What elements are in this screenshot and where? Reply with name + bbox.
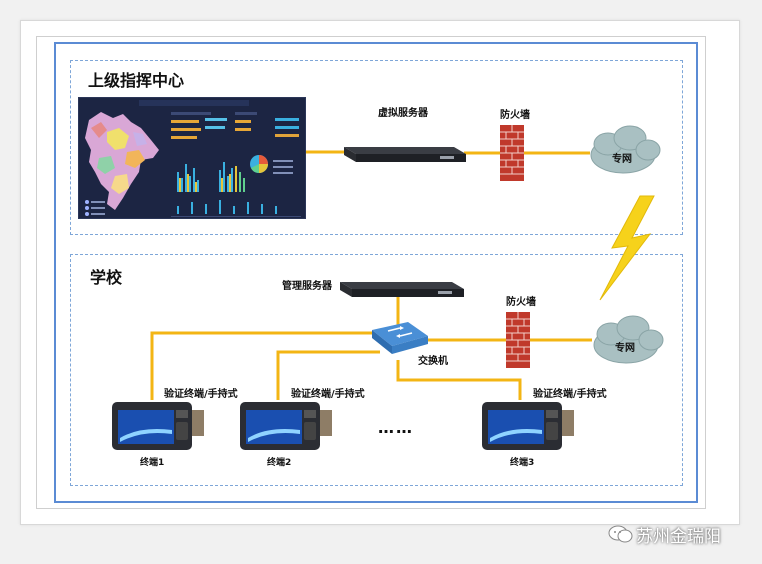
dashboard-screenshot xyxy=(78,97,306,219)
management-server-label: 管理服务器 xyxy=(282,281,332,292)
firewall-icon xyxy=(506,312,530,368)
handheld-terminal-icon xyxy=(112,402,204,450)
handheld-terminal-icon xyxy=(482,402,574,450)
zone-title-command-center: 上级指挥中心 xyxy=(88,71,185,90)
terminal-caption: 验证终端/手持式 xyxy=(164,389,238,400)
terminal-name: 终端1 xyxy=(140,458,165,468)
terminal-caption: 验证终端/手持式 xyxy=(291,389,365,400)
cloud-icon xyxy=(593,315,664,364)
zone-title-school: 学校 xyxy=(90,268,123,287)
more-terminals-ellipsis: …… xyxy=(378,418,414,437)
inner-frame xyxy=(36,36,706,509)
firewall-icon xyxy=(500,125,524,181)
virtual-server-label: 虚拟服务器 xyxy=(378,108,428,119)
firewall-label-bottom: 防火墙 xyxy=(506,297,536,308)
private-net-label-bottom: 专网 xyxy=(615,343,635,354)
terminal-name: 终端3 xyxy=(510,458,535,468)
switch-label: 交换机 xyxy=(418,356,448,367)
terminal-caption: 验证终端/手持式 xyxy=(533,389,607,400)
zone-school xyxy=(70,254,683,486)
terminal-name: 终端2 xyxy=(267,458,292,468)
private-net-label-top: 专网 xyxy=(612,154,632,165)
handheld-terminal-icon xyxy=(240,402,332,450)
cloud-icon xyxy=(590,125,661,174)
management-server-icon xyxy=(340,282,464,297)
wechat-icon xyxy=(608,525,633,543)
links-bottom xyxy=(150,295,592,400)
zone-command-center xyxy=(70,60,683,235)
watermark-text: 苏州金瑞阳 xyxy=(636,527,721,547)
diagram-border xyxy=(54,42,698,503)
lightning-bolt-icon xyxy=(599,195,655,301)
links-top xyxy=(306,150,590,155)
network-switch-icon xyxy=(372,322,428,354)
virtual-server-icon xyxy=(344,147,466,162)
dashboard-graphic xyxy=(79,98,305,218)
firewall-label-top: 防火墙 xyxy=(500,110,530,121)
